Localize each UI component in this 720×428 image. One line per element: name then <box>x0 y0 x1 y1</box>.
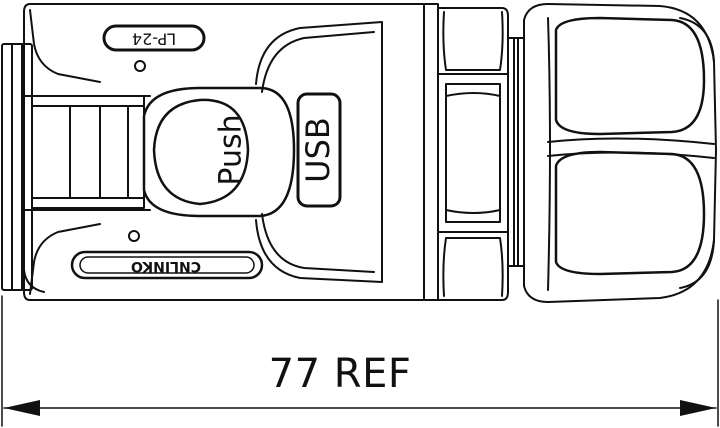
brand-label: CNLINKO <box>131 258 201 274</box>
push-latch: Push <box>142 86 296 218</box>
brand-plate: CNLINKO <box>70 250 264 280</box>
usb-label: USB <box>299 117 337 183</box>
connector-body <box>21 3 425 301</box>
push-label: Push <box>214 114 249 185</box>
coupling-nut <box>423 3 509 301</box>
dimension-label: 77 REF <box>268 351 412 397</box>
neck-ring <box>507 37 525 267</box>
part-label-plate: LP-24 <box>102 24 206 52</box>
part-label: LP-24 <box>132 30 176 49</box>
dimension-arrow-left <box>4 400 40 416</box>
cable-boot <box>523 3 717 303</box>
usb-badge: USB <box>296 92 342 208</box>
dimension-arrow-right <box>680 400 716 416</box>
plug-insert <box>1 43 33 291</box>
dimension-line <box>1 295 719 427</box>
